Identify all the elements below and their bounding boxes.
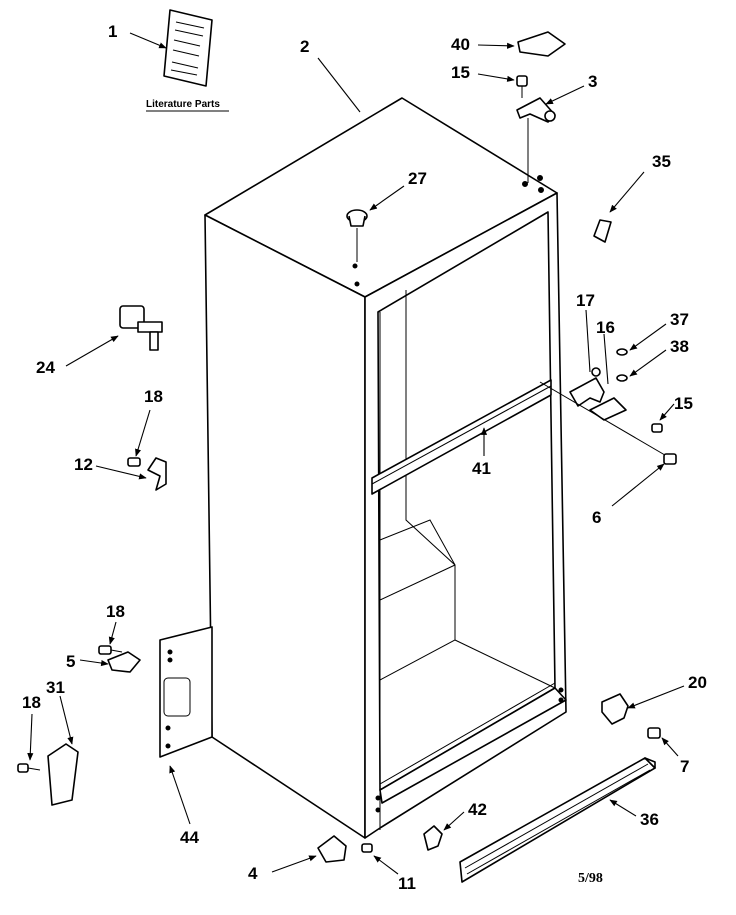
- lower-hinge-part: [601, 693, 629, 725]
- callout-2: 2: [300, 37, 309, 56]
- cover-screw-part: [17, 763, 41, 773]
- callout-6: 6: [592, 508, 601, 527]
- callout-24: 24: [36, 358, 55, 377]
- clip-42-part: [423, 825, 443, 851]
- callout-7: 7: [680, 757, 689, 776]
- callout-labels: 1 2 40 15 3 35 27 24 18 12 17 16 37 38 1…: [22, 22, 707, 893]
- callout-1: 1: [108, 22, 117, 41]
- callout-37: 37: [670, 310, 689, 329]
- callout-41: 41: [472, 459, 491, 478]
- callout-44: 44: [180, 828, 199, 847]
- revision-date: 5/98: [578, 871, 603, 886]
- callout-4: 4: [248, 864, 258, 883]
- screw-11-part: [361, 843, 373, 853]
- callout-16: 16: [596, 318, 615, 337]
- callout-12: 12: [74, 455, 93, 474]
- door-closure-cam-part: [119, 305, 163, 351]
- screw-7-part: [647, 727, 661, 739]
- callout-40: 40: [451, 35, 470, 54]
- callout-18-middle: 18: [106, 602, 125, 621]
- callout-31: 31: [46, 678, 65, 697]
- screw-15-part: [651, 423, 663, 433]
- callout-35: 35: [652, 152, 671, 171]
- callout-11: 11: [398, 874, 416, 893]
- leveling-leg-part: [317, 835, 347, 863]
- hinge-screw-top-part: [516, 75, 528, 98]
- callout-36: 36: [640, 810, 659, 829]
- callout-27: 27: [408, 169, 427, 188]
- side-cover-part: [47, 743, 79, 806]
- callout-3: 3: [588, 72, 597, 91]
- hinge-screw-part: [98, 645, 123, 655]
- door-stop-bracket-part: [127, 457, 167, 491]
- top-hinge-part: [516, 97, 556, 183]
- top-plug-part: [346, 209, 368, 262]
- callout-20: 20: [688, 673, 707, 692]
- divider-bar-part: [371, 379, 552, 495]
- literature-parts-label: Literature Parts: [146, 99, 220, 110]
- hinge-bracket-plate-part: [159, 626, 213, 758]
- screw-6-part: [663, 453, 677, 465]
- top-hinge-cover-part: [517, 31, 566, 57]
- washer-38-part: [616, 374, 628, 382]
- callout-15-right: 15: [674, 394, 693, 413]
- door-stop-part: [593, 219, 612, 243]
- hinge-cover-part: [107, 651, 141, 673]
- callout-38: 38: [670, 337, 689, 356]
- literature-booklet-part: [163, 9, 213, 87]
- washer-37-part: [616, 348, 628, 356]
- cabinet-shell-part: [204, 97, 567, 839]
- callout-18-upper: 18: [144, 387, 163, 406]
- callout-17: 17: [576, 291, 595, 310]
- center-hinge-part: [539, 367, 671, 459]
- kick-plate-part: [459, 757, 656, 883]
- callout-18-lower: 18: [22, 693, 41, 712]
- callout-42: 42: [468, 800, 487, 819]
- callout-5: 5: [66, 652, 75, 671]
- callout-15-top: 15: [451, 63, 470, 82]
- leader-lines: [27, 32, 685, 875]
